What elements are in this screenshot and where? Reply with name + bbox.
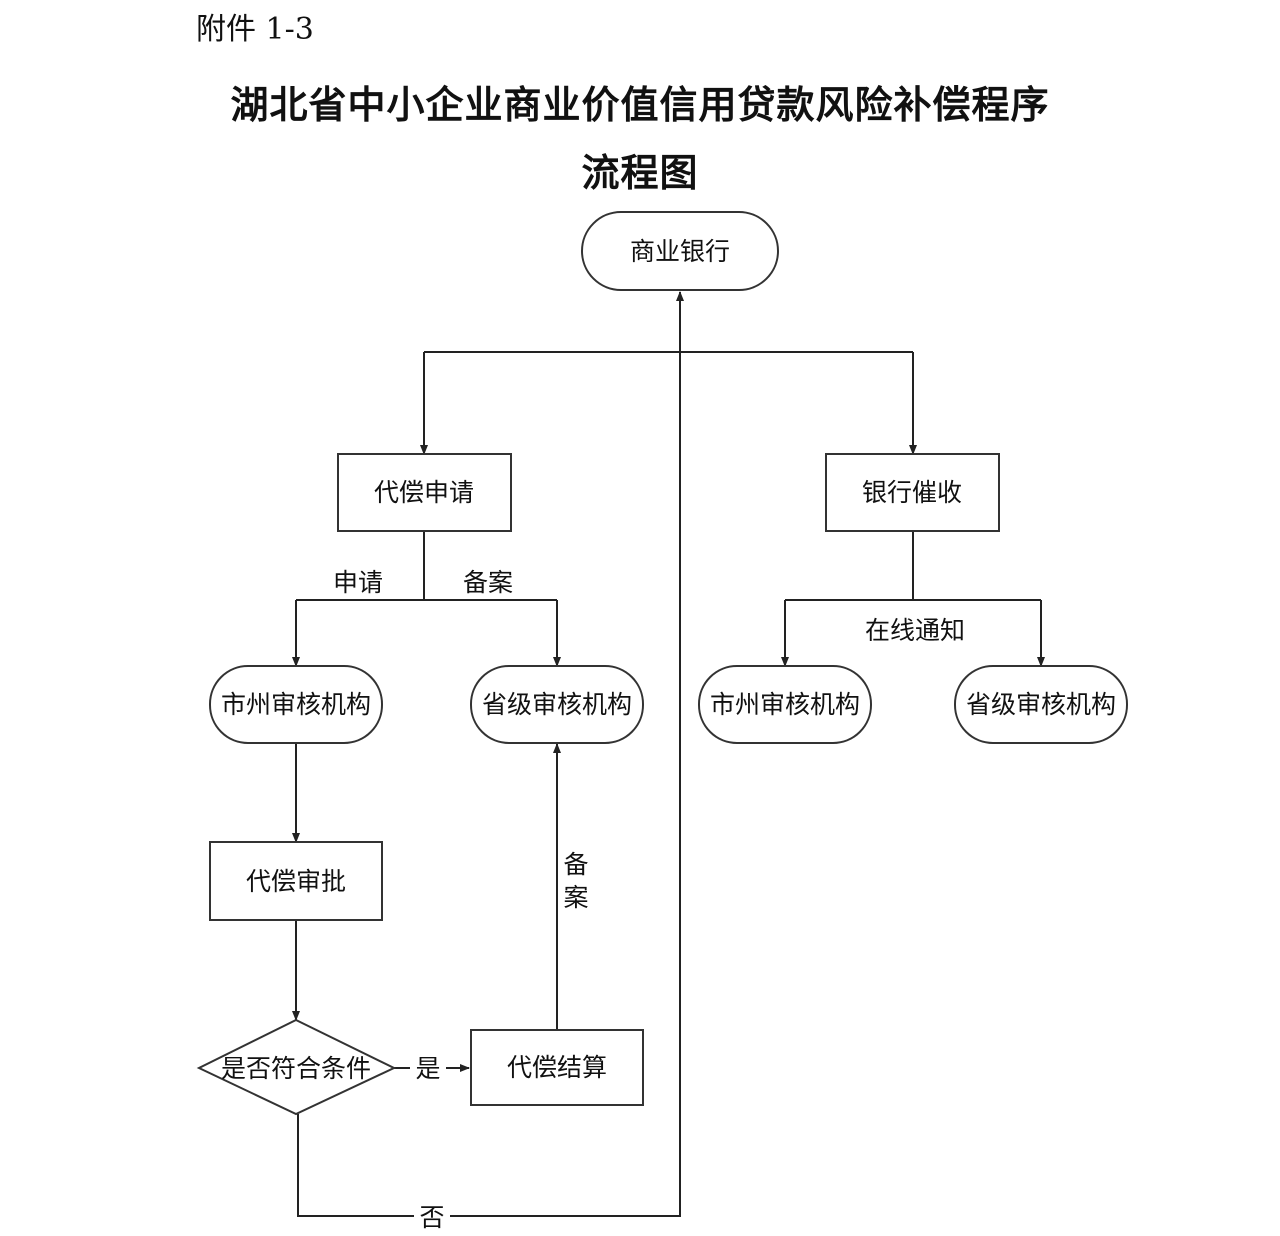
edge-label-filing-vertical-1: 备 (563, 850, 588, 879)
node-compensation-approve-label: 代偿审批 (246, 867, 346, 896)
node-city-review-left: 市州审核机构 (209, 665, 383, 744)
page-subtitle: 流程图 (581, 150, 699, 195)
node-province-review-left-label: 省级审核机构 (482, 690, 632, 719)
edge-label-online-notice: 在线通知 (865, 616, 965, 645)
node-condition: 是否符合条件 (196, 1018, 397, 1116)
node-compensation-settle-label: 代偿结算 (507, 1053, 607, 1082)
node-city-review-right: 市州审核机构 (698, 665, 872, 744)
node-province-review-left: 省级审核机构 (470, 665, 644, 744)
yes-label-bg (410, 1054, 446, 1084)
node-province-review-right: 省级审核机构 (954, 665, 1128, 744)
node-bank: 商业银行 (581, 211, 779, 291)
node-compensation-approve: 代偿审批 (209, 841, 383, 921)
edge-label-no: 否 (419, 1203, 444, 1232)
edges (292, 291, 1045, 1217)
node-compensation-apply-label: 代偿申请 (374, 478, 474, 507)
edge-label-filing-vertical-2: 案 (563, 883, 588, 912)
edge-label-yes: 是 (415, 1054, 440, 1083)
attachment-label: 附件 1-3 (196, 12, 314, 47)
node-bank-collection: 银行催收 (825, 453, 1000, 532)
node-province-review-right-label: 省级审核机构 (966, 690, 1116, 719)
node-city-review-left-label: 市州审核机构 (221, 690, 371, 719)
edge-label-apply: 申请 (333, 568, 383, 597)
edge-no-to-bank (297, 291, 684, 1217)
node-bank-collection-label: 银行催收 (862, 478, 962, 507)
node-condition-label: 是否符合条件 (221, 1054, 371, 1083)
page-title: 湖北省中小企业商业价值信用贷款风险补偿程序 (230, 82, 1050, 127)
node-compensation-settle: 代偿结算 (470, 1029, 644, 1106)
node-city-review-right-label: 市州审核机构 (710, 690, 860, 719)
node-compensation-apply: 代偿申请 (337, 453, 512, 532)
edge-label-filing: 备案 (463, 568, 513, 597)
no-label-bg (414, 1200, 450, 1232)
node-bank-label: 商业银行 (630, 237, 730, 266)
